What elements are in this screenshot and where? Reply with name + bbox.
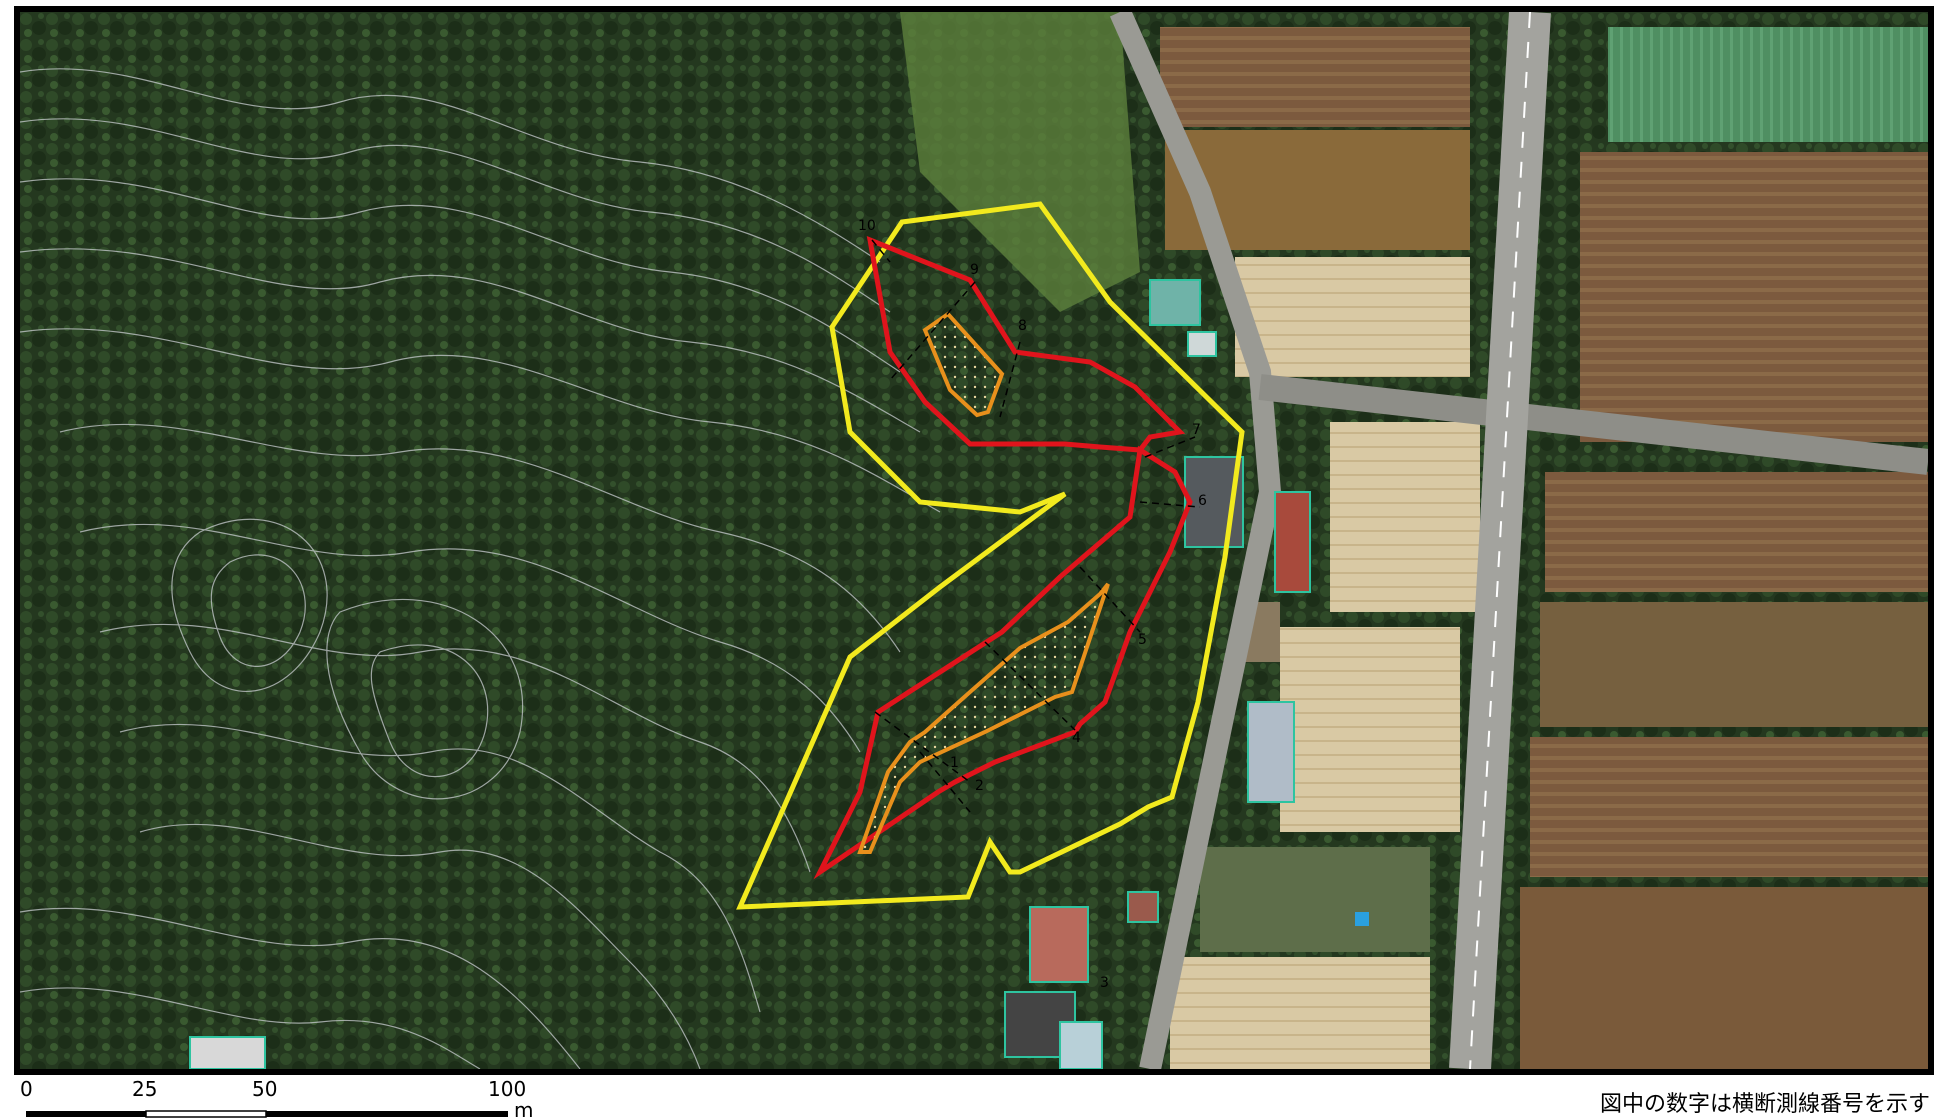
transect-label-2: 2 (975, 778, 984, 794)
transect-label-5: 5 (1138, 632, 1147, 648)
contour-lines (20, 68, 941, 1069)
transect-label-9: 9 (970, 262, 979, 278)
transect-label-7: 7 (1192, 422, 1201, 438)
orange-zones (857, 311, 1110, 854)
transect-label-10: 10 (858, 218, 876, 234)
grass-clearing (900, 12, 1140, 312)
transect-label-4: 4 (1072, 730, 1081, 746)
red-boundary-lower (813, 445, 1193, 880)
scale-bar-segment-1 (26, 1111, 146, 1117)
transect-label-3: 3 (1100, 975, 1109, 991)
farm-fields (1160, 27, 1928, 1069)
transect-label-6: 6 (1198, 493, 1207, 509)
scale-unit: m (514, 1098, 533, 1120)
transect-label-8: 8 (1018, 318, 1027, 334)
roads (1109, 12, 1928, 1069)
transect-lines (871, 239, 1201, 813)
scale-bar-segment-2 (145, 1110, 267, 1118)
scale-bar: 0 25 50 100 m (20, 1077, 533, 1120)
scale-tick-0: 0 (20, 1077, 33, 1101)
map-caption: 図中の数字は横断測線番号を示す (1599, 1092, 1930, 1117)
scale-tick-25: 25 (132, 1077, 157, 1101)
scale-bar-segment-3 (266, 1111, 508, 1117)
transect-label-1: 1 (950, 755, 959, 771)
map-frame: 1 2 3 4 5 6 7 8 9 10 (14, 6, 1934, 1075)
aerial-map: 1 2 3 4 5 6 7 8 9 10 (20, 12, 1928, 1069)
scale-tick-50: 50 (252, 1077, 277, 1101)
outer-boundary (736, 201, 1245, 910)
scale-tick-100: 100 (488, 1077, 526, 1101)
transect-number-labels: 1 2 3 4 5 6 7 8 9 10 (858, 218, 1207, 991)
red-boundary-upper (866, 236, 1186, 453)
buildings (189, 279, 1369, 1069)
